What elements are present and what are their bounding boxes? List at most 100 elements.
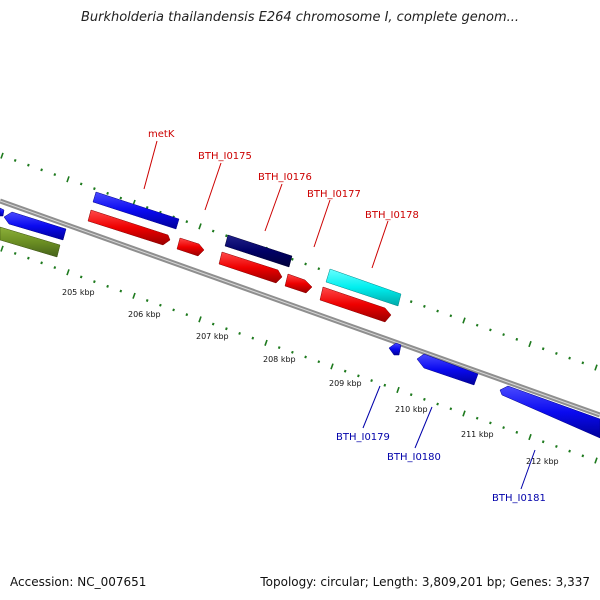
scale-label: 211 kbp xyxy=(461,430,494,439)
scale-label: 208 kbp xyxy=(263,355,296,364)
gene-arrow-bth-i0177[interactable] xyxy=(284,273,313,294)
outer-tick-mark xyxy=(27,163,30,167)
leader-line-bth-i0178 xyxy=(371,220,389,269)
gene-label-bth-i0176[interactable]: BTH_I0176 xyxy=(258,172,312,183)
inner-tick-mark xyxy=(238,331,241,335)
outer-tick-mark xyxy=(436,309,439,313)
gene-label-bth-i0179[interactable]: BTH_I0179 xyxy=(336,432,390,443)
inner-tick-mark xyxy=(0,245,4,252)
leader-line-metk xyxy=(143,140,158,190)
gene-label-bth-i0178[interactable]: BTH_I0178 xyxy=(365,210,419,221)
outer-tick-mark xyxy=(528,340,532,348)
inner-tick-mark xyxy=(396,386,400,394)
inner-tick-mark xyxy=(330,363,334,370)
outer-tick-track xyxy=(0,152,598,371)
inner-tick-mark xyxy=(581,454,585,458)
reverse-gene-labels: BTH_I0179 BTH_I0180 BTH_I0181 xyxy=(336,385,546,504)
gene-arrow-bth-i0178[interactable] xyxy=(325,268,402,307)
gene-arrow-red-1[interactable] xyxy=(87,209,171,246)
inner-tick-mark xyxy=(541,440,545,444)
outer-tick-mark xyxy=(145,206,149,209)
inner-tick-mark xyxy=(211,322,215,326)
gene-arrow-red-2[interactable] xyxy=(218,251,283,284)
outer-tick-mark xyxy=(594,364,598,371)
scale-label: 205 kbp xyxy=(62,288,95,297)
inner-tick-mark xyxy=(132,292,136,299)
outer-tick-mark xyxy=(198,223,202,230)
gene-label-bth-i0180[interactable]: BTH_I0180 xyxy=(387,452,441,463)
gene-arrow-bth-i0176[interactable] xyxy=(224,234,293,268)
scale-labels: 205 kbp 206 kbp 207 kbp 208 kbp 209 kbp … xyxy=(62,288,559,466)
inner-tick-mark xyxy=(66,269,70,276)
outer-tick-mark xyxy=(568,356,571,360)
gene-label-bth-i0175[interactable]: BTH_I0175 xyxy=(198,151,252,162)
gene-arrow-bth-i0175[interactable] xyxy=(176,237,205,257)
inner-tick-mark xyxy=(317,360,321,364)
inner-tick-mark xyxy=(53,266,57,270)
gene-label-metk[interactable]: metK xyxy=(148,129,175,140)
outer-tick-mark xyxy=(489,328,492,332)
gene-label-bth-i0177[interactable]: BTH_I0177 xyxy=(307,189,361,200)
gene-arrow-bth-i0179[interactable] xyxy=(388,342,402,356)
inner-tick-track xyxy=(0,245,598,464)
genome-summary-text: Topology: circular; Length: 3,809,201 bp… xyxy=(260,575,590,589)
scale-label: 212 kbp xyxy=(526,457,559,466)
inner-tick-mark xyxy=(475,416,479,420)
inner-tick-mark xyxy=(185,313,189,317)
gene-arrow-metk[interactable] xyxy=(92,191,180,230)
inner-tick-mark xyxy=(528,433,532,441)
inner-tick-mark xyxy=(145,299,149,302)
inner-tick-mark xyxy=(106,284,109,288)
outer-tick-mark xyxy=(53,173,57,177)
leader-line-bth-i0177 xyxy=(313,199,331,248)
outer-tick-mark xyxy=(317,267,321,271)
inner-tick-mark xyxy=(489,421,492,425)
inner-tick-mark xyxy=(409,393,413,397)
gene-arrow-red-3[interactable] xyxy=(319,286,392,323)
outer-tick-mark xyxy=(449,314,453,318)
inner-tick-mark xyxy=(93,280,96,284)
inner-tick-mark xyxy=(159,303,162,307)
inner-tick-mark xyxy=(383,383,387,387)
outer-tick-mark xyxy=(581,361,585,365)
leader-line-bth-i0180 xyxy=(414,406,433,449)
inner-tick-mark xyxy=(357,374,360,378)
inner-tick-mark xyxy=(594,457,598,464)
leader-line-bth-i0175 xyxy=(204,162,222,211)
outer-tick-mark xyxy=(475,323,479,327)
inner-tick-mark xyxy=(13,251,17,255)
inner-tick-mark xyxy=(27,256,30,260)
gene-arrow-left-edge[interactable] xyxy=(0,207,5,217)
inner-tick-mark xyxy=(568,449,571,453)
leader-line-bth-i0176 xyxy=(264,183,283,232)
inner-tick-mark xyxy=(449,407,453,411)
outer-tick-mark xyxy=(409,300,413,304)
outer-tick-mark xyxy=(40,168,43,172)
inner-tick-mark xyxy=(515,430,519,434)
gene-label-bth-i0181[interactable]: BTH_I0181 xyxy=(492,493,546,504)
outer-tick-mark xyxy=(13,158,17,162)
accession-text: Accession: NC_007651 xyxy=(10,575,147,589)
gene-arrow-olive[interactable] xyxy=(0,226,61,258)
outer-tick-mark xyxy=(185,220,189,224)
leader-line-bth-i0179 xyxy=(362,385,381,429)
gene-arrow-bth-i0181[interactable] xyxy=(499,385,600,439)
forward-feature-track xyxy=(87,191,402,323)
reverse-feature-track xyxy=(0,207,600,439)
inner-tick-mark xyxy=(198,316,202,323)
inner-tick-mark xyxy=(291,350,294,354)
inner-tick-mark xyxy=(370,379,373,383)
inner-tick-mark xyxy=(79,275,83,279)
outer-tick-mark xyxy=(106,191,109,195)
inner-tick-mark xyxy=(343,369,347,373)
outer-tick-mark xyxy=(66,176,70,183)
inner-tick-mark xyxy=(40,261,43,265)
outer-tick-mark xyxy=(211,229,215,233)
gene-arrow-left-blue[interactable] xyxy=(3,211,67,241)
scale-label: 209 kbp xyxy=(329,379,362,388)
gene-arrow-bth-i0180[interactable] xyxy=(416,353,479,386)
inner-tick-mark xyxy=(462,410,466,417)
scale-label: 207 kbp xyxy=(196,332,229,341)
